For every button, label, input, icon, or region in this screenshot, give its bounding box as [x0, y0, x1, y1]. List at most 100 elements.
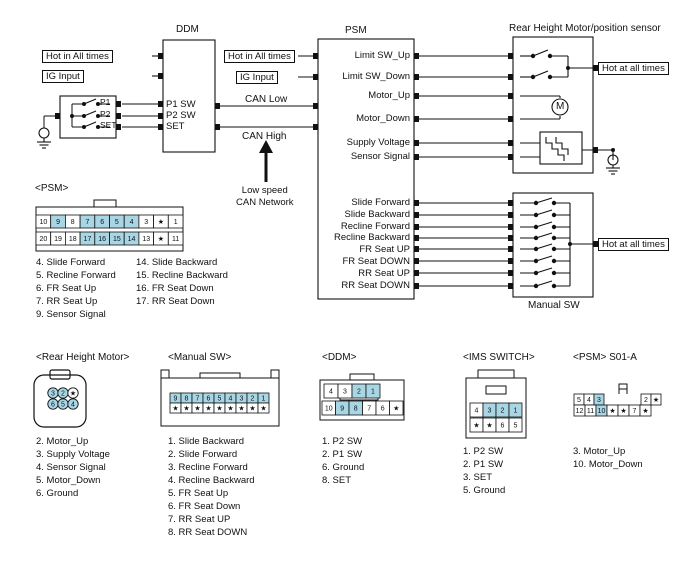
legend-item: 3. SET: [463, 472, 493, 483]
manual-sw-connector-legend: 1. Slide Backward 2. Slide Forward 3. Re…: [168, 435, 255, 539]
manual-sw-pin-label: 1: [262, 396, 266, 403]
psm-right-pin-list: Limit SW_Up Limit SW_Down Motor_Up Motor…: [320, 50, 410, 165]
rear-motor-pin-cell: [67, 387, 79, 399]
psm-pin-label: Limit SW_Up: [354, 50, 410, 61]
legend-item: 17. RR Seat Down: [136, 296, 215, 307]
ims-pin-label: 6: [501, 423, 505, 430]
psm-pin-label: Motor_Down: [356, 113, 410, 124]
ims-pin-label: 2: [501, 408, 505, 415]
s01a-pin-label: 2: [644, 397, 648, 404]
ddm-pin-label: 7: [367, 406, 371, 413]
manual-sw-pin-label: ★: [172, 405, 178, 413]
psm-pin-label: Recline Forward: [340, 220, 410, 232]
manual-sw-pin-label: 5: [218, 396, 222, 403]
ddm-pin-label: 4: [329, 389, 333, 396]
psm-connector-legend-right: 14. Slide Backward 15. Recline Backward …: [136, 256, 228, 308]
ims-switch-label: SET: [100, 120, 117, 130]
can-network-label: Low speed CAN Network: [236, 185, 294, 209]
ground-icon: [37, 127, 51, 149]
psm-pin-label: RR Seat UP: [358, 267, 410, 279]
psm-ig-label: IG Input: [236, 71, 278, 84]
psm-connector-title: <PSM>: [35, 183, 69, 194]
psm-pin-label: 11: [172, 236, 179, 243]
psm-pin-label: Limit SW_Down: [342, 71, 410, 82]
motor-symbol: [551, 98, 569, 116]
psm-title: PSM: [345, 25, 367, 36]
ims-pin-label: 4: [475, 408, 479, 415]
psm-pin-label: 9: [56, 219, 60, 226]
psm-pin-label: 7: [85, 219, 89, 226]
ddm-module-box: [162, 39, 216, 153]
s01a-connector-legend: 3. Motor_Up 10. Motor_Down: [573, 445, 643, 471]
legend-item: 9. Sensor Signal: [36, 309, 106, 320]
ims-connector-drawing: [465, 369, 527, 439]
s01a-connector-title: <PSM> S01-A: [573, 352, 637, 363]
legend-item: 14. Slide Backward: [136, 257, 218, 268]
s01a-pin-label: ★: [609, 407, 615, 415]
legend-item: 4. Slide Forward: [36, 257, 106, 268]
ims-switch-labels: P1 P2 SET: [100, 97, 117, 132]
psm-pin-label: Supply Voltage: [346, 137, 410, 148]
manual-sw-pin-label: ★: [238, 405, 244, 413]
psm-pin-label: ★: [158, 218, 164, 226]
rear-motor-pin-label: 4: [71, 402, 75, 409]
rear-motor-title: Rear Height Motor/position sensor: [509, 23, 661, 34]
ground-icon: [606, 154, 620, 175]
s01a-connector-drawing: [618, 383, 628, 394]
psm-pin-label: 14: [128, 236, 136, 243]
legend-item: 3. Supply Voltage: [36, 449, 110, 460]
ddm-pin-label: 9: [340, 406, 344, 413]
can-network-line: CAN Network: [236, 197, 294, 208]
s01a-pin-label: ★: [620, 407, 626, 415]
psm-pin-label: 15: [113, 236, 121, 243]
can-high-label: CAN High: [242, 131, 287, 142]
ims-switch-label: P1: [100, 97, 111, 107]
rear-motor-connector-drawing: [33, 369, 87, 428]
psm-pin-label: RR Seat DOWN: [341, 279, 410, 291]
psm-pin-label: 6: [100, 219, 104, 226]
psm-lower-pin-list: Slide Forward Slide Backward Recline For…: [320, 197, 410, 291]
psm-pin-label: ★: [158, 235, 164, 243]
legend-item: 1. Slide Backward: [168, 436, 245, 447]
s01a-pin-label: 4: [587, 397, 591, 404]
psm-pin-label: FR Seat UP: [359, 244, 410, 256]
legend-item: 6. Ground: [322, 462, 365, 473]
ddm-pin-label: 6: [381, 406, 385, 413]
rear-motor-pin-cell: [67, 398, 79, 410]
ims-switch-label: P2: [100, 108, 111, 119]
ddm-title: DDM: [176, 24, 199, 35]
legend-item: 1. P2 SW: [463, 446, 504, 457]
legend-item: 4. Sensor Signal: [36, 462, 106, 473]
rear-motor-pin-label: 2: [61, 391, 65, 398]
legend-item: 3. Motor_Up: [573, 446, 626, 457]
rear-motor-connector-legend: 2. Motor_Up 3. Supply Voltage 4. Sensor …: [36, 435, 110, 500]
ddm-pin-label: SET: [166, 121, 185, 132]
legend-item: 10. Motor_Down: [573, 459, 643, 470]
ims-connector-legend: 1. P2 SW 2. P1 SW 3. SET 5. Ground: [463, 445, 505, 497]
ims-connector-title: <IMS SWITCH>: [463, 352, 535, 363]
legend-item: 4. Recline Backward: [168, 475, 255, 486]
ddm-pin-label: 8: [354, 406, 358, 413]
ddm-pin-list: P1 SW P2 SW SET: [166, 99, 196, 132]
legend-item: 8. SET: [322, 475, 352, 486]
legend-item: 2. P1 SW: [322, 449, 363, 460]
ims-pin-cell: [508, 402, 523, 418]
ims-pin-cell: [508, 417, 523, 433]
manual-sw-pin-cell: [257, 402, 270, 414]
manual-sw-title: Manual SW: [528, 300, 580, 311]
rear-motor-pin-label: 3: [51, 391, 55, 398]
ims-pin-label: ★: [486, 422, 492, 430]
legend-item: 5. FR Seat Up: [168, 488, 229, 499]
psm-pin-label: FR Seat DOWN: [342, 255, 410, 267]
ddm-pin-label: 10: [325, 406, 333, 413]
psm-pin-label: 18: [69, 236, 77, 243]
s01a-pin-label: 12: [576, 408, 584, 415]
legend-item: 3. Recline Forward: [168, 462, 248, 473]
manual-sw-box: [512, 192, 594, 298]
rear-motor-pin-label: ★: [70, 390, 76, 398]
ddm-pin-label: ★: [393, 405, 399, 413]
s01a-pin-label: 11: [587, 408, 594, 415]
psm-pin-label: Motor_Up: [368, 90, 410, 101]
legend-item: 7. RR Seat UP: [168, 514, 231, 525]
ddm-hot-label: Hot in All times: [42, 50, 113, 63]
